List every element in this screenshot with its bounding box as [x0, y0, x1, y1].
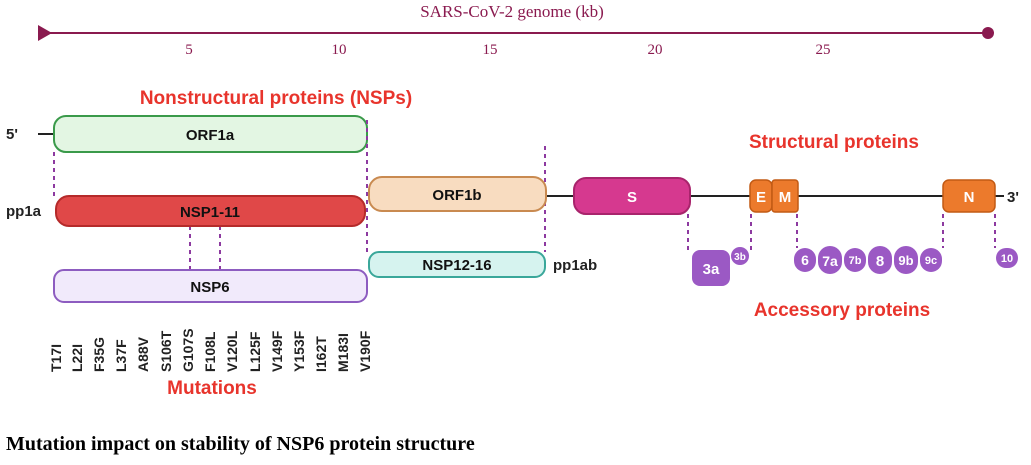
mutation-label: F108L — [202, 331, 218, 372]
accessory-proteins: 3a 3b 6 7a 7b 8 9b 9c 10 — [692, 246, 1018, 286]
orf1b-box — [368, 176, 547, 212]
accessory-3a — [692, 250, 730, 286]
nsp12-16-box — [368, 251, 546, 278]
nsps-title: Nonstructural proteins (NSPs) — [140, 88, 412, 109]
mutation-label: A88V — [135, 336, 151, 372]
mutation-labels: T17I L22I F35G L37F A88V S106T G107S F10… — [48, 328, 373, 372]
genome-axis: SARS-CoV-2 genome (kb) 5 10 15 20 25 — [38, 2, 994, 58]
mutation-label: L22I — [69, 344, 85, 372]
accessory-label: 6 — [801, 252, 809, 268]
n-protein-box — [942, 179, 996, 213]
accessory-7b — [844, 248, 866, 272]
axis-tick-label: 20 — [648, 42, 663, 58]
mutation-label: G107S — [180, 328, 196, 372]
axis-title: SARS-CoV-2 genome (kb) — [420, 2, 604, 21]
pp1a-label: pp1a — [6, 203, 42, 220]
accessory-8 — [868, 246, 892, 274]
accessory-label: 9b — [898, 253, 913, 268]
mutation-label: M183I — [335, 333, 351, 372]
orf1b-label: ORF1b — [432, 187, 481, 204]
m-protein-box — [771, 179, 799, 213]
nsp12-16-label: NSP12-16 — [422, 257, 491, 274]
accessory-label: 7b — [849, 255, 862, 267]
axis-end-dot — [982, 27, 994, 39]
mutation-label: V120L — [224, 330, 240, 372]
nsp6-box — [53, 269, 368, 303]
orf1a-box — [53, 115, 368, 153]
e-protein-label: E — [756, 189, 766, 206]
accessory-label: 10 — [1001, 253, 1013, 265]
m-protein-label: M — [779, 189, 792, 206]
accessory-6 — [794, 248, 816, 272]
accessory-label: 3b — [734, 252, 746, 263]
nsp1-11-box — [55, 195, 366, 227]
n-protein-label: N — [964, 189, 975, 206]
mutation-label: T17I — [48, 344, 64, 372]
accessory-9b — [894, 246, 918, 274]
mutation-label: S106T — [158, 330, 174, 372]
mutation-label: V149F — [269, 330, 285, 372]
mutation-label: L37F — [113, 339, 129, 372]
accessory-3b — [731, 247, 749, 265]
nsp1-11-label: NSP1-11 — [180, 204, 240, 221]
mutation-label: V190F — [357, 330, 373, 372]
accessory-label: 9c — [925, 255, 937, 267]
axis-start-arrow — [38, 25, 52, 41]
axis-tick-label: 5 — [185, 42, 193, 58]
mutation-label: F35G — [91, 337, 107, 372]
accessory-label: 7a — [822, 253, 838, 269]
five-prime-label: 5' — [6, 126, 18, 143]
three-prime-label: 3' — [1007, 189, 1019, 206]
axis-tick-label: 25 — [816, 42, 831, 58]
axis-tick-label: 10 — [332, 42, 347, 58]
orf1a-label: ORF1a — [186, 127, 235, 144]
s-protein-box — [573, 177, 691, 215]
structural-title: Structural proteins — [749, 132, 919, 153]
pp1ab-label: pp1ab — [553, 257, 597, 274]
mutation-label: L125F — [247, 331, 263, 372]
accessory-9c — [920, 248, 942, 272]
nsp6-label: NSP6 — [190, 279, 229, 296]
accessory-10 — [996, 248, 1018, 268]
mutation-label: I162T — [313, 336, 329, 372]
dotted-connectors — [53, 120, 996, 270]
accessory-label: 3a — [703, 261, 720, 278]
axis-tick-label: 15 — [483, 42, 498, 58]
accessory-7a — [818, 246, 842, 274]
mutation-label: Y153F — [291, 330, 307, 372]
mutations-title: Mutations — [167, 378, 257, 399]
accessory-label: 8 — [876, 253, 884, 270]
figure-caption: Mutation impact on stability of NSP6 pro… — [6, 433, 475, 455]
s-protein-label: S — [627, 189, 637, 206]
accessory-title: Accessory proteins — [754, 300, 930, 321]
